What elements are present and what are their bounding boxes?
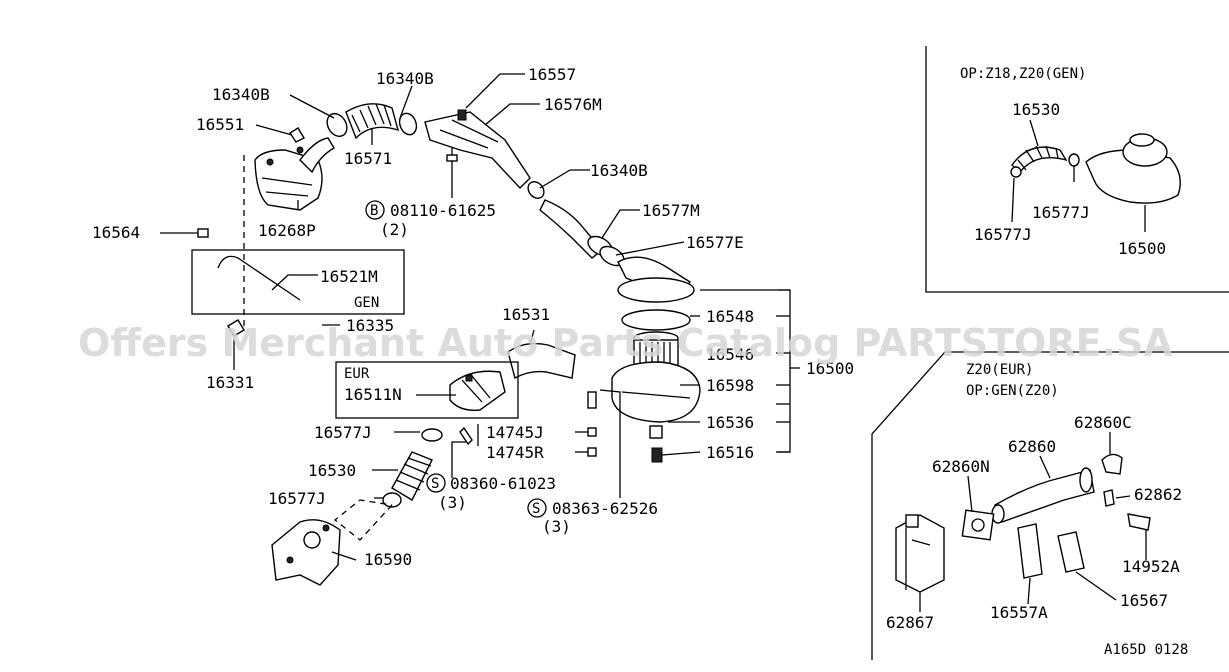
label-gen: GEN bbox=[354, 295, 379, 311]
inset-bottom-label-16567: 16567 bbox=[1120, 591, 1168, 610]
intake-hose-part bbox=[326, 103, 418, 140]
circle-markers: B S S bbox=[365, 200, 547, 518]
label-16268P: 16268P bbox=[258, 221, 316, 240]
label-16500: 16500 bbox=[806, 359, 854, 378]
label-qty-3-a: (3) bbox=[438, 493, 467, 512]
bellows-part bbox=[382, 426, 473, 508]
inset-top-label-16500: 16500 bbox=[1118, 239, 1166, 258]
s-marker-label-a: S bbox=[431, 476, 439, 492]
label-16536: 16536 bbox=[706, 413, 754, 432]
s-marker-circle-a bbox=[426, 473, 446, 493]
inset-bottom-label-16557A: 16557A bbox=[990, 603, 1048, 622]
resonator-box-part bbox=[254, 137, 335, 211]
inset-bottom-label-62860C: 62860C bbox=[1074, 413, 1132, 432]
label-qty-2: (2) bbox=[380, 220, 409, 239]
intake-duct-part bbox=[449, 342, 576, 411]
s-marker-circle-b bbox=[527, 498, 547, 518]
inset-bottom-label-14952A: 14952A bbox=[1122, 557, 1180, 576]
bolt-08363 bbox=[587, 391, 597, 409]
inset-bottom-label-62860: 62860 bbox=[1008, 437, 1056, 456]
main-labels: 16340B 16340B 16557 16576M 16551 16571 1… bbox=[92, 65, 854, 569]
label-14745J: 14745J bbox=[486, 423, 544, 442]
leader-lines bbox=[160, 73, 800, 561]
b-marker-label: B bbox=[370, 203, 378, 219]
label-qty-3-b: (3) bbox=[542, 517, 571, 536]
label-16548: 16548 bbox=[706, 307, 754, 326]
eur-part-box bbox=[335, 361, 519, 419]
label-16331: 16331 bbox=[206, 373, 254, 392]
label-16590: 16590 bbox=[364, 550, 412, 569]
label-16577M: 16577M bbox=[642, 201, 700, 220]
inset-top-title: OP:Z18,Z20(GEN) bbox=[960, 66, 1086, 82]
label-14745R: 14745R bbox=[486, 443, 544, 462]
inset-top-label-16530: 16530 bbox=[1012, 100, 1060, 119]
label-16516: 16516 bbox=[706, 443, 754, 462]
dashed-routing bbox=[243, 155, 393, 541]
label-16557: 16557 bbox=[528, 65, 576, 84]
label-16530: 16530 bbox=[308, 461, 356, 480]
label-16598: 16598 bbox=[706, 376, 754, 395]
inset-top-bellows bbox=[1011, 146, 1068, 174]
gen-part-box bbox=[191, 249, 405, 315]
label-08110-61625: 08110-61625 bbox=[390, 201, 496, 220]
diagram-code: A165D 0128 bbox=[1104, 642, 1188, 658]
inset-bottom-label-62862: 62862 bbox=[1134, 485, 1182, 504]
s-marker-label-b: S bbox=[532, 501, 540, 517]
clip-16551 bbox=[289, 127, 305, 143]
clip-16564 bbox=[197, 228, 209, 238]
b-marker-circle bbox=[365, 200, 385, 220]
label-16564: 16564 bbox=[92, 223, 140, 242]
label-16531: 16531 bbox=[502, 305, 550, 324]
label-16576M: 16576M bbox=[544, 95, 602, 114]
label-16546: 16546 bbox=[706, 345, 754, 364]
label-eur: EUR bbox=[344, 366, 370, 382]
label-16521M: 16521M bbox=[320, 267, 378, 286]
label-16577J-b: 16577J bbox=[268, 489, 326, 508]
clip-16331 bbox=[227, 319, 245, 337]
bolt-14745J bbox=[587, 427, 597, 437]
label-16340B-c: 16340B bbox=[590, 161, 648, 180]
label-08360-61023: 08360-61023 bbox=[450, 474, 556, 493]
watermark-text: Offers Merchant Auto Parts Catalog PARTS… bbox=[78, 321, 1173, 365]
label-16340B-b: 16340B bbox=[376, 69, 434, 88]
label-16577J: 16577J bbox=[314, 423, 372, 442]
inset-bottom-title-1: Z20(EUR) bbox=[966, 362, 1033, 378]
bracket-part bbox=[271, 519, 341, 586]
inset-top-label-16577J-a: 16577J bbox=[1032, 203, 1090, 222]
lower-duct-part bbox=[527, 181, 625, 267]
label-16511N: 16511N bbox=[344, 385, 402, 404]
inset-bottom-label-62867: 62867 bbox=[886, 613, 934, 632]
inset-bottom-title-2: OP:GEN(Z20) bbox=[966, 383, 1059, 399]
label-16551: 16551 bbox=[196, 115, 244, 134]
bolt-14745R bbox=[587, 447, 597, 457]
label-16571: 16571 bbox=[344, 149, 392, 168]
inset-bottom: Z20(EUR) OP:GEN(Z20) 62860C 62860 62860 bbox=[886, 362, 1182, 632]
air-cleaner-part bbox=[611, 256, 701, 463]
inset-top-label-16577J-b: 16577J bbox=[974, 225, 1032, 244]
inset-bottom-hose bbox=[994, 469, 1095, 523]
label-16577E: 16577E bbox=[686, 233, 744, 252]
label-08363-62526: 08363-62526 bbox=[552, 499, 658, 518]
main-diagram: B S S 16340B 16340B 16557 16576M 16551 1… bbox=[92, 65, 854, 586]
air-duct-part bbox=[424, 109, 531, 190]
inset-bottom-label-62860N: 62860N bbox=[932, 457, 990, 476]
inset-top: OP:Z18,Z20(GEN) 16530 16577J 16577J 1650… bbox=[960, 66, 1181, 258]
pcv-pipe-part bbox=[217, 255, 301, 301]
inset-frames bbox=[871, 46, 1229, 660]
label-16340B-a: 16340B bbox=[212, 85, 270, 104]
label-16335: 16335 bbox=[346, 316, 394, 335]
